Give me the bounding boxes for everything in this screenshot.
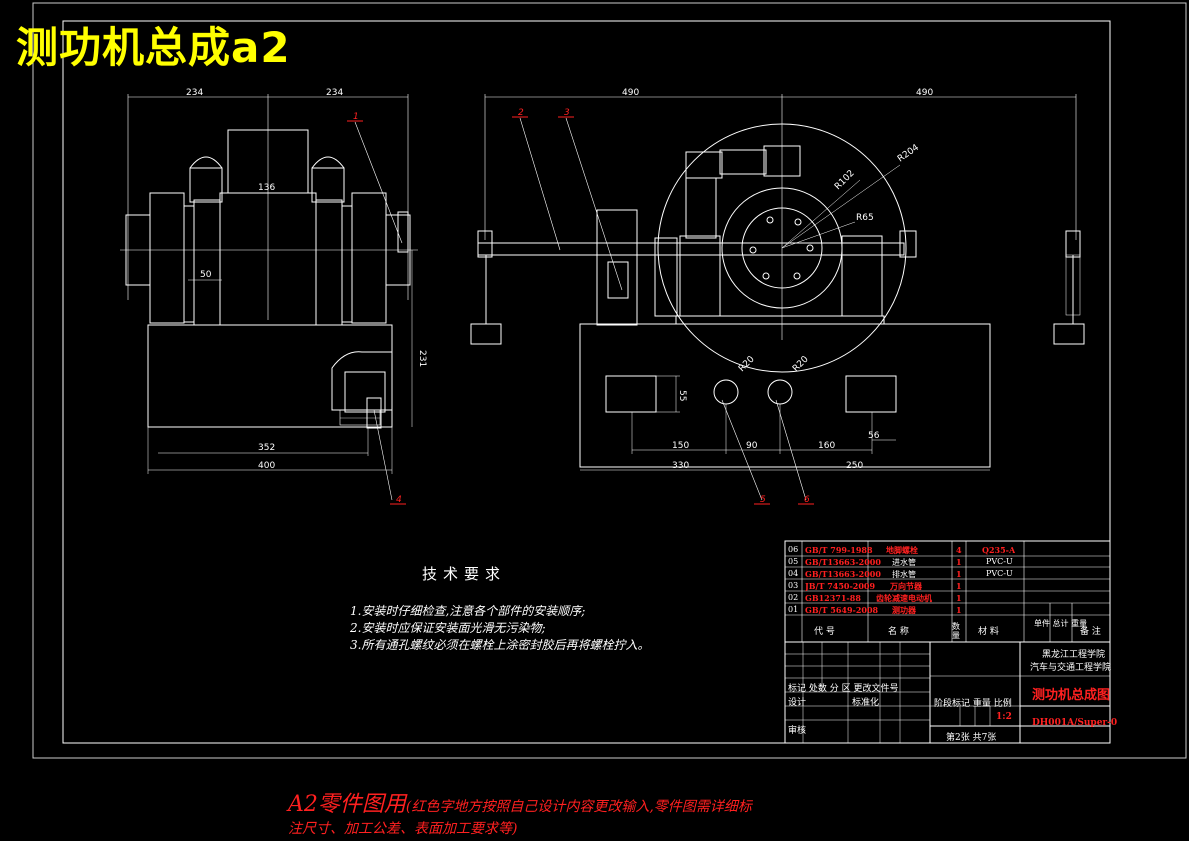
dim-r65: R65 <box>856 213 874 223</box>
bom-name: 地脚螺栓 <box>886 545 918 555</box>
usage-note: A2零件图用(红色字地方按照自己设计内容更改输入,零件图需详细标 <box>288 786 752 818</box>
bom-qty: 4 <box>956 545 962 555</box>
tb-standardization: 标准化 <box>852 698 880 708</box>
tb-school: 黑龙江工程学院 <box>1042 650 1106 660</box>
tech-requirement-3: 3.所有通孔螺纹必须在螺栓上涂密封胶后再将螺栓拧入。 <box>350 638 650 652</box>
tb-review: 审核 <box>788 726 807 736</box>
bom-code: GB12371-88 <box>805 593 861 603</box>
dim-490-left: 490 <box>622 88 639 98</box>
callout-4: 4 <box>396 495 402 505</box>
tb-header-code: 代 号 <box>814 627 835 637</box>
usage-note-paren-1: (红色字地方按照自己设计内容更改输入,零件图需详细标 <box>405 799 752 815</box>
bom-qty: 1 <box>956 581 962 591</box>
callout-5: 5 <box>760 495 766 505</box>
dim-250: 250 <box>846 461 863 471</box>
tb-header-material: 材 料 <box>978 627 999 637</box>
usage-note-paren-2: 注尺寸、加工公差、表面加工要求等) <box>288 821 518 837</box>
dim-231: 231 <box>417 350 427 367</box>
tb-drawing-number: DH001A/Super-0 <box>1032 718 1118 728</box>
usage-note-main: A2零件图用 <box>288 792 406 817</box>
callout-3: 3 <box>564 108 570 118</box>
tb-design: 设计 <box>788 698 807 708</box>
tech-requirement-1: 1.安装时仔细检查,注意各个部件的安装顺序; <box>350 604 586 618</box>
dim-90: 90 <box>746 441 758 451</box>
bom-code: GB/T13663-2000 <box>805 569 881 579</box>
bom-name: 齿轮减速电动机 <box>876 593 932 603</box>
dim-r102: R102 <box>833 168 857 192</box>
dim-490-right: 490 <box>916 88 933 98</box>
tech-requirements-heading: 技术要求 <box>422 565 507 583</box>
dim-330: 330 <box>672 461 689 471</box>
tb-header-note: 备 注 <box>1080 627 1101 637</box>
bom-name: 测功器 <box>892 605 916 615</box>
dim-r20-left: R20 <box>737 354 757 374</box>
tb-scale: 1:2 <box>996 712 1012 722</box>
bom-material: PVC-U <box>986 557 1013 566</box>
dim-400: 400 <box>258 461 275 471</box>
dim-56: 56 <box>868 431 880 441</box>
bom-code: GB/T 799-1988 <box>805 545 873 555</box>
tb-drawing-name: 测功机总成图 <box>1032 688 1111 703</box>
callout-2: 2 <box>518 108 524 118</box>
dim-234-right: 234 <box>326 88 343 98</box>
dim-352: 352 <box>258 443 275 453</box>
tb-sheet: 第2张 共7张 <box>946 733 997 743</box>
dim-136: 136 <box>258 183 275 193</box>
tb-header-name: 名 称 <box>888 627 909 637</box>
dim-50: 50 <box>200 270 212 280</box>
dim-234-left: 234 <box>186 88 203 98</box>
bom-qty: 1 <box>956 593 962 603</box>
bom-code: JB/T 7450-2009 <box>805 581 876 591</box>
bom-no: 06 <box>788 545 799 554</box>
bom-no: 01 <box>788 605 799 614</box>
bom-qty: 1 <box>956 557 962 567</box>
bom-qty: 1 <box>956 569 962 579</box>
page-title: 测功机总成a2 <box>16 23 291 72</box>
bom-qty: 1 <box>956 605 962 615</box>
bom-material: Q235-A <box>982 545 1016 555</box>
bom-name: 万向节器 <box>890 581 922 591</box>
bom-no: 03 <box>788 581 799 590</box>
dim-r204: R204 <box>896 143 921 165</box>
tb-header-unit-weight: 单件 总计 重量 <box>1034 619 1088 628</box>
bom-code: GB/T13663-2000 <box>805 557 881 567</box>
dim-55: 55 <box>677 390 687 401</box>
callout-1: 1 <box>353 112 359 122</box>
dim-160: 160 <box>818 441 835 451</box>
bom-name: 进水管 <box>892 558 916 567</box>
bom-no: 05 <box>788 557 799 566</box>
bom-code: GB/T 5649-2008 <box>805 605 879 615</box>
bom-no: 04 <box>788 569 799 578</box>
tech-requirement-2: 2.安装时应保证安装面光滑无污染物; <box>350 621 546 635</box>
bom-name: 排水管 <box>892 570 916 579</box>
tb-department: 汽车与交通工程学院 <box>1030 663 1112 673</box>
dim-r20-right: R20 <box>791 354 811 374</box>
dim-150: 150 <box>672 441 689 451</box>
bom-material: PVC-U <box>986 569 1013 578</box>
tb-stage-weight-scale: 阶段标记 重量 比例 <box>934 699 1012 709</box>
tb-header-qty: 数量 <box>952 622 960 640</box>
callout-6: 6 <box>804 495 810 505</box>
tb-revision-row: 标记 处数 分 区 更改文件号 <box>788 684 899 694</box>
bom-no: 02 <box>788 593 799 602</box>
